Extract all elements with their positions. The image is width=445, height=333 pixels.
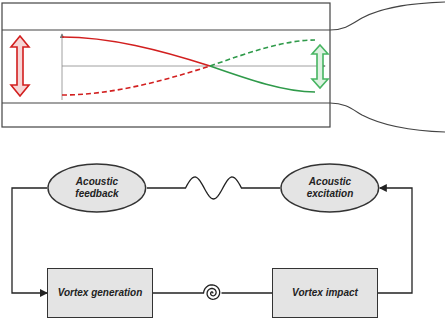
- mode-shape: [62, 37, 315, 95]
- process-box: Vortex generation: [47, 268, 153, 318]
- node-label: Acoustic feedback: [61, 176, 133, 200]
- connector: [153, 285, 272, 299]
- axes: [62, 34, 325, 100]
- red-double-arrow: [11, 36, 29, 96]
- connector: [12, 188, 47, 293]
- green-double-arrow: [312, 45, 328, 88]
- process-ellipse: Acoustic excitation: [280, 163, 380, 213]
- node-label: Acoustic excitation: [294, 176, 366, 200]
- duct-frame: [2, 2, 445, 132]
- process-ellipse: Acoustic feedback: [47, 163, 147, 213]
- connector: [378, 188, 412, 293]
- node-label: Vortex impact: [278, 287, 372, 299]
- connector: [147, 177, 280, 199]
- process-box: Vortex impact: [272, 268, 378, 318]
- node-label: Vortex generation: [53, 287, 147, 299]
